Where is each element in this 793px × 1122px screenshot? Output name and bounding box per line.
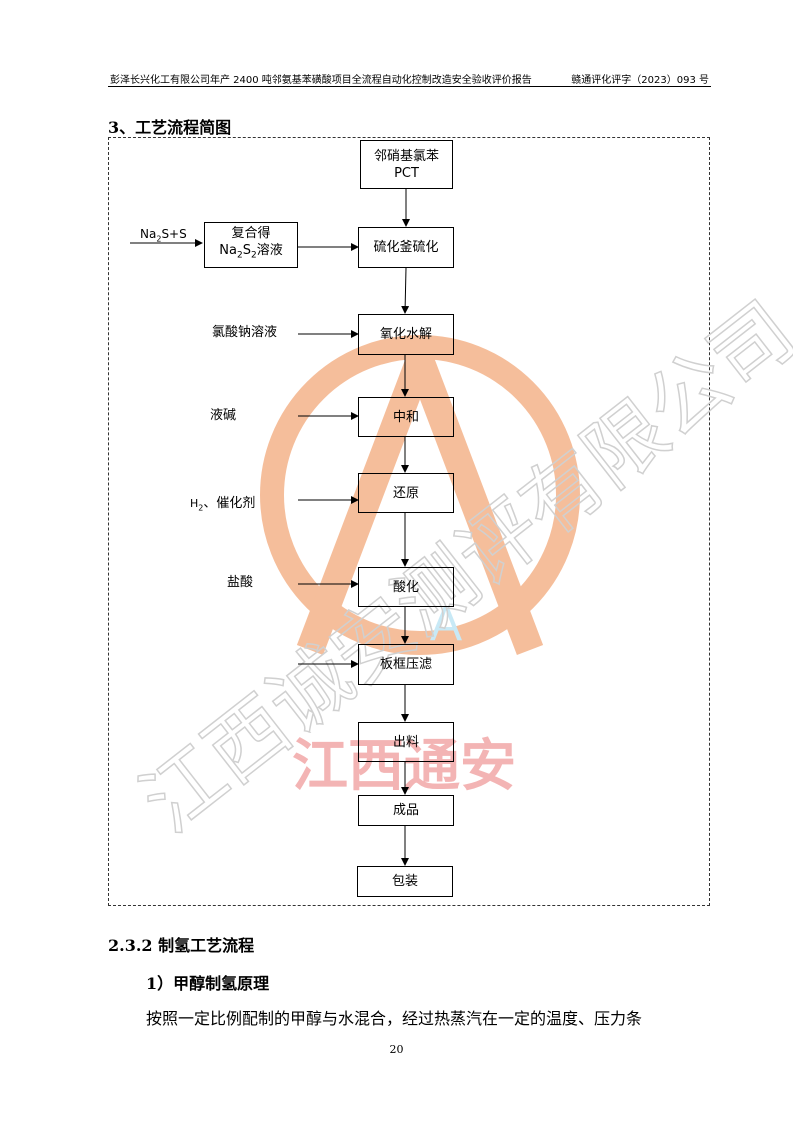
header-report-number: 赣通评化评字（2023）093 号 (571, 75, 709, 86)
diagram-frame (108, 137, 710, 906)
box-oxidation-label: 氧化水解 (379, 327, 432, 342)
header-rule (108, 86, 711, 87)
label-na2s-s: Na2S+S (140, 227, 187, 244)
header-report-title: 彭泽长兴化工有限公司年产 2400 吨邻氨基苯磺酸项目全流程自动化控制改造安全验… (110, 75, 532, 86)
box-neutralization-label: 中和 (392, 409, 419, 425)
box-oxidation-hydrolysis: 氧化水解 (358, 314, 454, 355)
box-filter-press: 板框压滤 (358, 644, 454, 685)
box-complex-line2: Na2S2溶液 (219, 243, 283, 261)
subsection-heading: 2.3.2 制氢工艺流程 (108, 936, 255, 955)
box-complex-solution: 复合得 Na2S2溶液 (204, 222, 298, 268)
label-caustic: 液碱 (210, 408, 237, 423)
label-hydrogen-catalyst: H2、催化剂 (190, 496, 256, 513)
label-chlorate: 氯酸钠溶液 (212, 325, 278, 340)
box-neutralization: 中和 (358, 397, 454, 437)
box-sulfurization-label: 硫化釜硫化 (373, 240, 439, 255)
sub-subsection-heading: 1）甲醇制氢原理 (146, 974, 270, 993)
page-number: 20 (389, 1043, 404, 1056)
box-raw-material-name: 邻硝基氯苯 (373, 148, 439, 164)
box-acidification: 酸化 (358, 567, 454, 607)
box-reduction-label: 还原 (392, 485, 419, 501)
box-packaging: 包装 (357, 866, 453, 897)
box-discharge-label: 出料 (392, 734, 419, 750)
box-product-label: 成品 (392, 803, 419, 818)
section-title: 3、工艺流程简图 (108, 118, 232, 137)
box-filter-press-label: 板框压滤 (379, 657, 432, 672)
box-sulfurization: 硫化釜硫化 (358, 227, 454, 268)
box-raw-material-code: PCT (394, 165, 419, 181)
box-discharge: 出料 (358, 722, 454, 762)
box-product: 成品 (358, 795, 454, 826)
box-complex-line1: 复合得 (231, 226, 271, 242)
box-reduction: 还原 (358, 473, 454, 513)
box-raw-material: 邻硝基氯苯 PCT (360, 140, 453, 189)
body-paragraph: 按照一定比例配制的甲醇与水混合，经过热蒸汽在一定的温度、压力条 (146, 1009, 643, 1028)
label-acid: 盐酸 (227, 575, 254, 590)
arrow-to-oxidation (401, 267, 410, 314)
box-acidification-label: 酸化 (392, 579, 419, 595)
box-packaging-label: 包装 (391, 874, 418, 889)
